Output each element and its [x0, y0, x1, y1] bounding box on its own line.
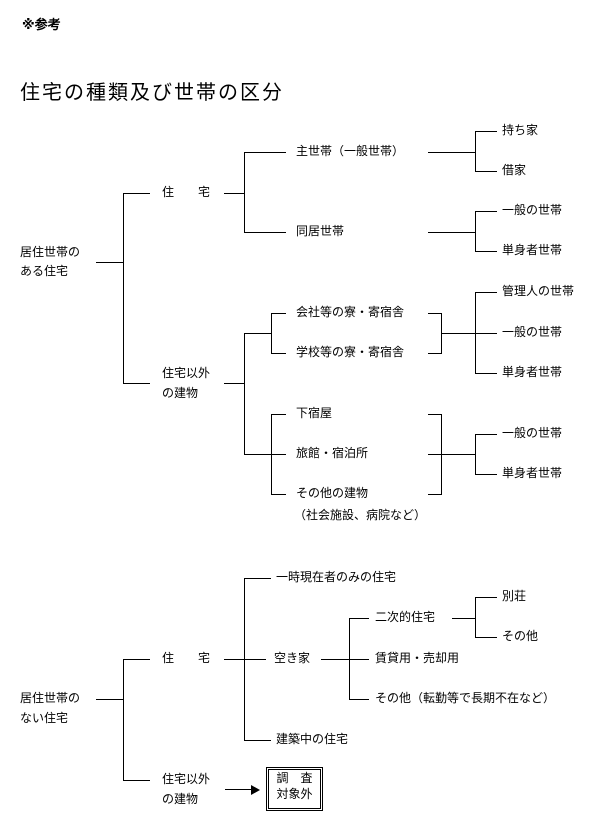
connector [475, 171, 497, 172]
villa-label: 別荘 [502, 589, 527, 603]
connector [475, 251, 497, 252]
connector [475, 474, 497, 475]
root-occupied-line2: ある住宅 [20, 264, 69, 278]
connector [123, 193, 150, 194]
single-household-label: 単身者世帯 [502, 365, 563, 379]
connector [475, 597, 497, 598]
connector [441, 333, 475, 334]
non-housing-line1: 住宅以外 [162, 772, 211, 786]
connector [349, 699, 369, 700]
non-housing-line2: の建物 [162, 386, 199, 400]
general-household-label: 一般の世帯 [502, 203, 563, 217]
root-unoccupied-line1: 居住世帯の [20, 691, 81, 705]
connector [244, 578, 271, 579]
connector [475, 434, 476, 475]
connector [224, 193, 244, 194]
connector [475, 211, 497, 212]
connector [428, 313, 441, 314]
connector [271, 414, 286, 415]
connector [244, 152, 286, 153]
diagram-title: 住宅の種類及び世帯の区分 [20, 80, 284, 104]
housing-label: 住 宅 [162, 651, 211, 665]
connector [475, 373, 497, 374]
manager-household-label: 管理人の世帯 [502, 284, 575, 298]
connector [428, 414, 441, 415]
connector [123, 383, 150, 384]
inn-lodging-label: 旅館・宿泊所 [296, 446, 369, 460]
connector [475, 597, 476, 638]
connector [475, 434, 497, 435]
arrow-line [225, 789, 253, 790]
boarding-house-label: 下宿屋 [296, 406, 333, 420]
connector [271, 353, 286, 354]
temporary-occupant-housing-label: 一時現在者のみの住宅 [276, 570, 397, 584]
connector [96, 262, 123, 263]
other-vacant-label: その他（転勤等で長期不在など） [375, 691, 556, 705]
connector [349, 618, 369, 619]
connector [428, 353, 441, 354]
connector [475, 292, 497, 293]
connector [452, 618, 475, 619]
root-occupied-line1: 居住世帯の [20, 245, 81, 259]
under-construction-label: 建築中の住宅 [276, 732, 349, 746]
other-building-label: その他の建物 [296, 486, 369, 500]
connector [475, 333, 497, 334]
connector [123, 780, 150, 781]
connector [441, 414, 442, 495]
connector [428, 454, 475, 455]
connector [244, 333, 245, 455]
connector [428, 232, 475, 233]
connector [475, 131, 476, 172]
connector [271, 313, 272, 354]
connector [244, 740, 271, 741]
excluded-line2: 対象外 [276, 787, 313, 801]
single-household-label: 単身者世帯 [502, 466, 563, 480]
other-secondary-label: その他 [502, 629, 539, 643]
housing-label: 住 宅 [162, 185, 211, 199]
reference-note: ※参考 [22, 18, 61, 33]
connector [244, 232, 286, 233]
connector [271, 454, 286, 455]
vacant-house-label: 空き家 [274, 651, 311, 665]
connector [244, 454, 271, 455]
non-housing-line1: 住宅以外 [162, 366, 211, 380]
rented-house-label: 借家 [502, 163, 527, 177]
connector [244, 659, 266, 660]
other-building-note: （社会施設、病院など） [294, 508, 427, 522]
company-dorm-label: 会社等の寮・寄宿舎 [296, 305, 405, 319]
excluded-box: 調 査 対象外 [266, 767, 323, 811]
connector [271, 313, 286, 314]
rent-or-sale-label: 賃貸用・売却用 [375, 651, 460, 665]
connector [244, 333, 271, 334]
connector [123, 659, 124, 781]
main-household-label: 主世帯（一般世帯） [296, 144, 405, 158]
connector [349, 659, 369, 660]
root-unoccupied-line2: ない住宅 [20, 711, 69, 725]
secondary-housing-label: 二次的住宅 [375, 610, 436, 624]
general-household-label: 一般の世帯 [502, 426, 563, 440]
connector [271, 494, 286, 495]
connector [321, 659, 349, 660]
connector [224, 659, 244, 660]
non-housing-line2: の建物 [162, 792, 199, 806]
connector [475, 637, 497, 638]
excluded-line1: 調 査 [276, 771, 313, 785]
cohabiting-household-label: 同居世帯 [296, 224, 345, 238]
connector [475, 211, 476, 252]
connector [428, 152, 475, 153]
connector [96, 699, 123, 700]
arrow-right-icon [251, 785, 260, 795]
connector [224, 383, 244, 384]
general-household-label: 一般の世帯 [502, 325, 563, 339]
connector [428, 494, 441, 495]
connector [123, 659, 150, 660]
connector [475, 131, 497, 132]
owned-house-label: 持ち家 [502, 123, 539, 137]
school-dorm-label: 学校等の寮・寄宿舎 [296, 345, 405, 359]
single-household-label: 単身者世帯 [502, 243, 563, 257]
connector [123, 193, 124, 384]
connector [244, 152, 245, 233]
